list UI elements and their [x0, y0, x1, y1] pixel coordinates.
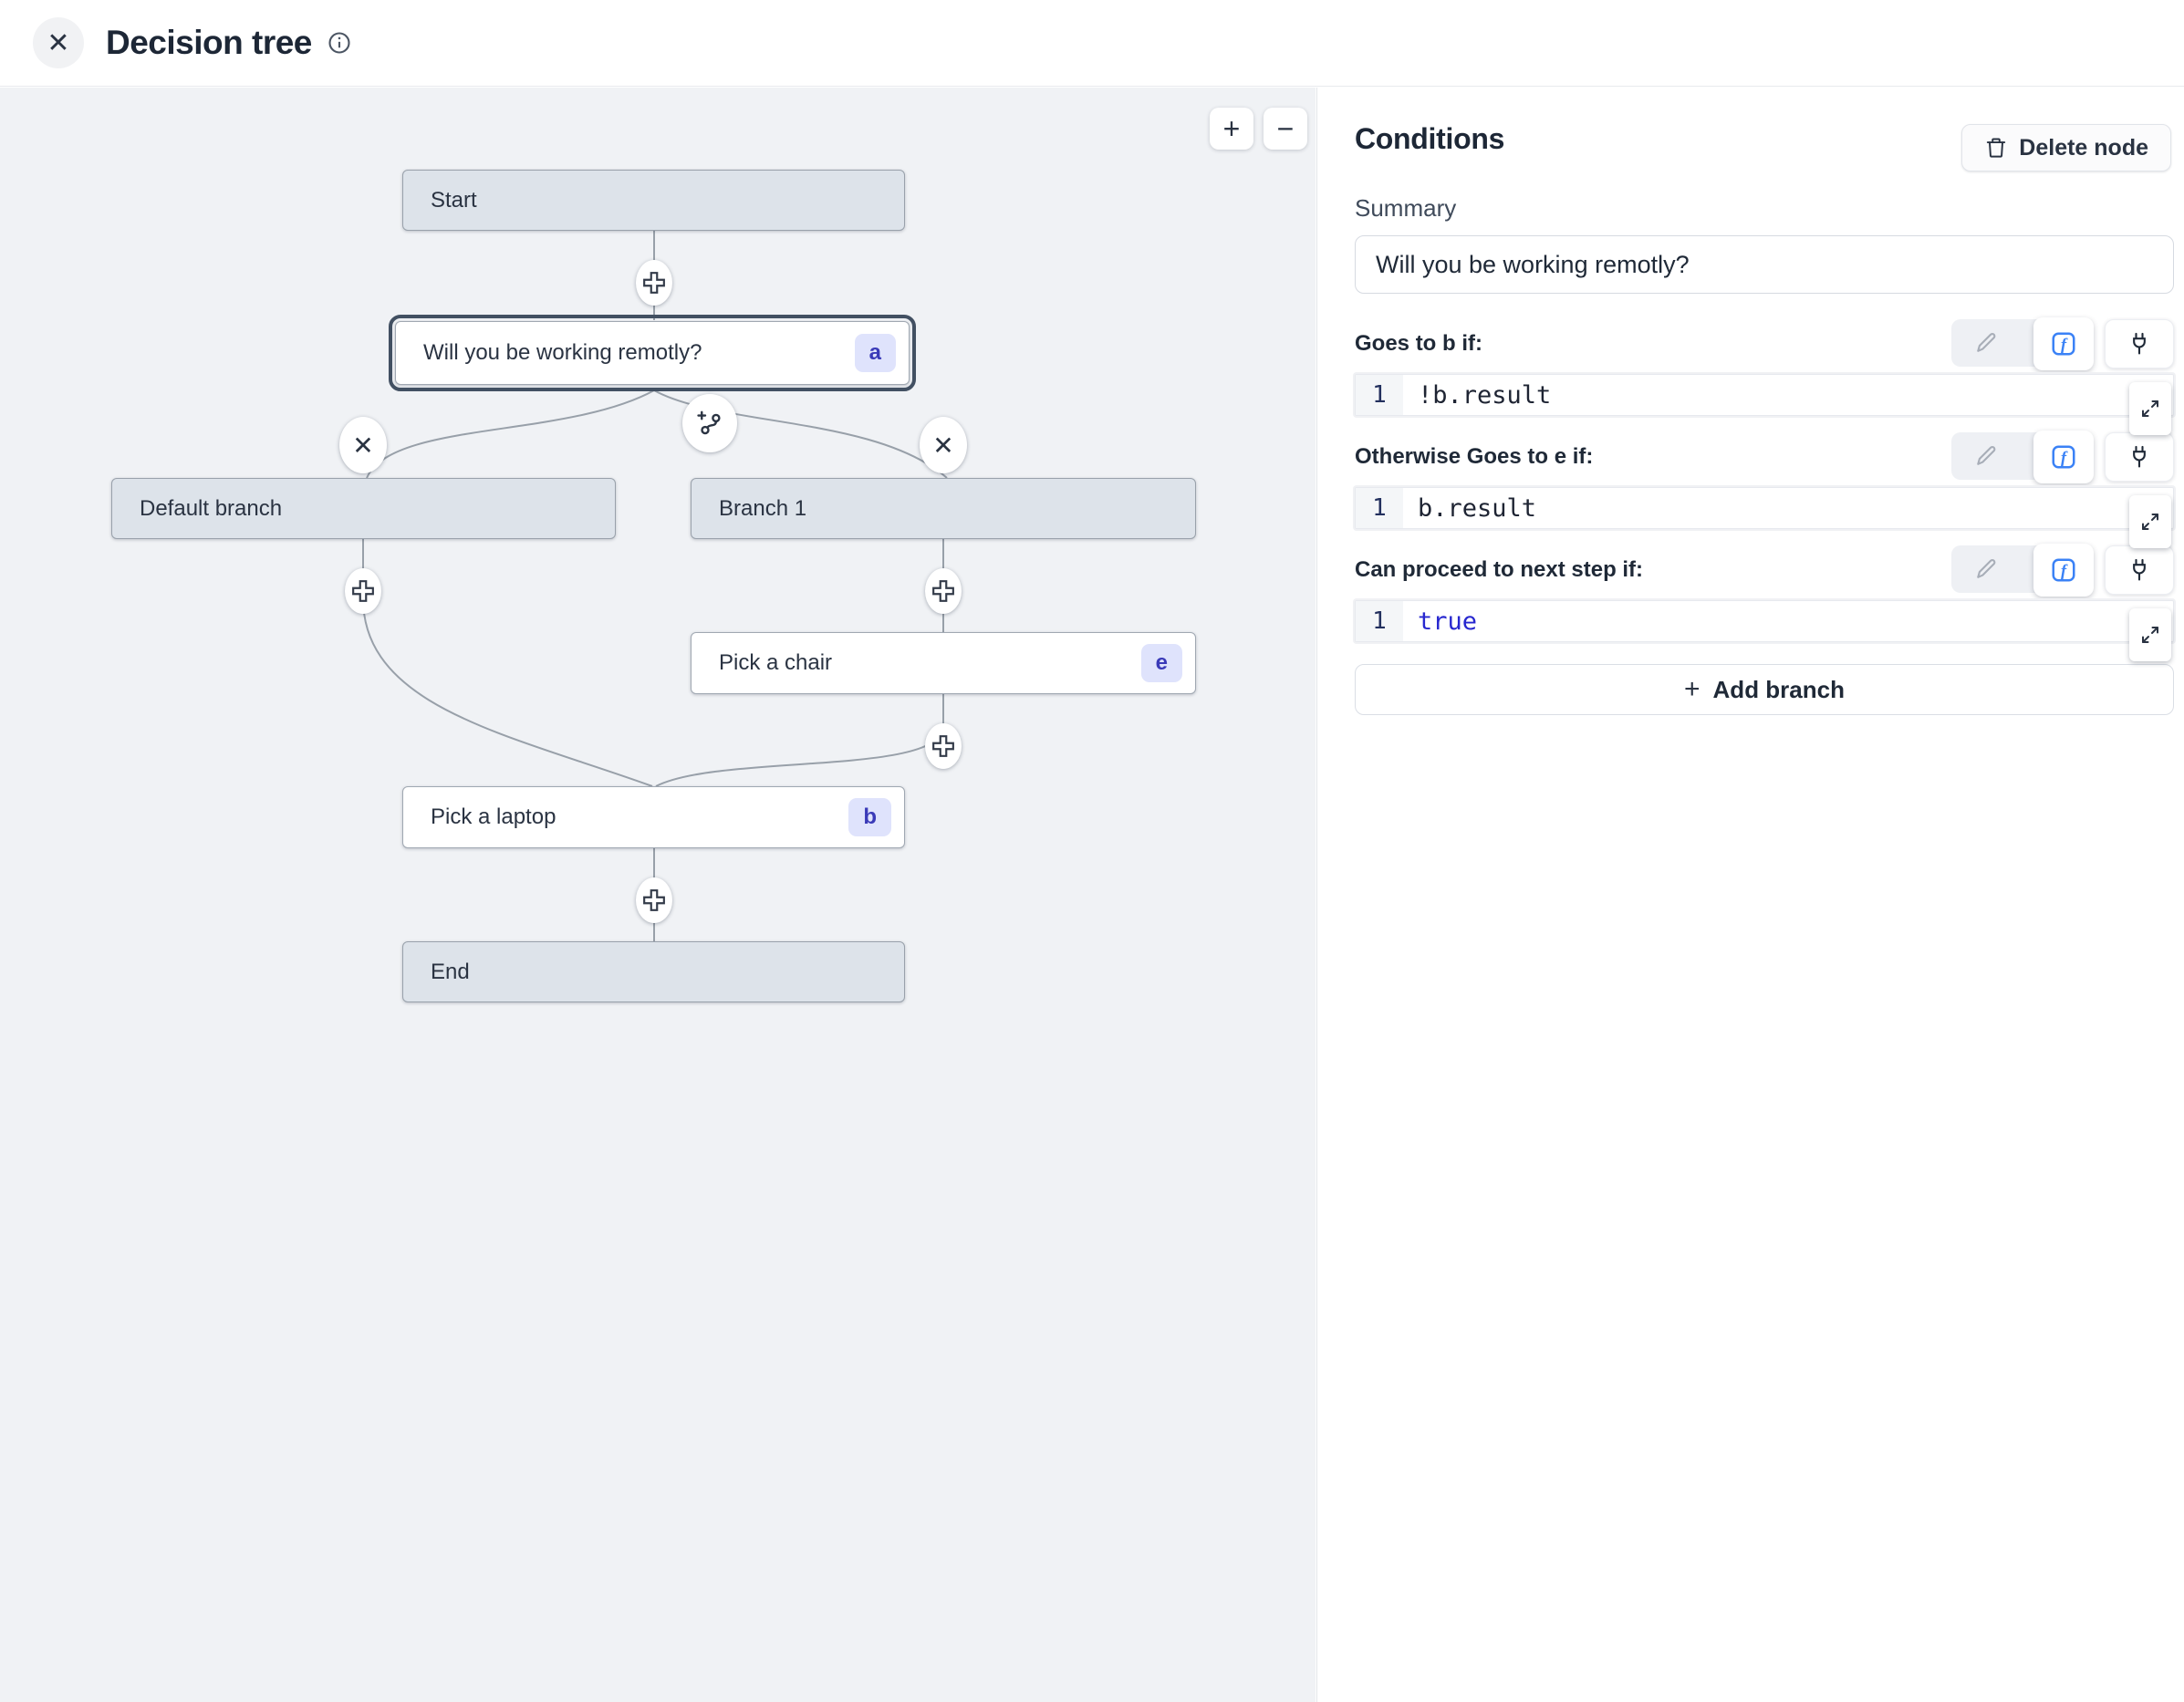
add-branch-icon[interactable] — [682, 394, 737, 452]
node-badge: e — [1140, 644, 1182, 682]
editor-mode-toggle: f — [1951, 544, 2094, 597]
node-pick-a-chair[interactable]: Pick a chair e — [691, 632, 1196, 694]
plus-icon: + — [1684, 674, 1700, 704]
pencil-icon[interactable] — [1951, 556, 2021, 582]
node-badge: a — [854, 334, 896, 372]
node-label: Will you be working remotly? — [423, 340, 702, 365]
flow-edges — [362, 231, 948, 941]
line-number: 1 — [1356, 375, 1403, 415]
node-question[interactable]: Will you be working remotly? a — [389, 315, 916, 391]
zoom-out-button[interactable]: − — [1264, 108, 1307, 150]
remove-branch-icon[interactable]: ✕ — [920, 417, 967, 473]
node-end[interactable]: End — [402, 941, 905, 1002]
delete-node-label: Delete node — [2019, 134, 2148, 161]
formula-icon[interactable]: f — [2033, 544, 2094, 597]
condition-code-editor[interactable]: 1 b.result — [1355, 487, 2174, 548]
remove-branch-icon[interactable]: ✕ — [339, 417, 387, 473]
expand-icon[interactable] — [2129, 382, 2171, 435]
info-icon[interactable] — [327, 30, 352, 56]
condition-code-editor[interactable]: 1 !b.result — [1355, 374, 2174, 435]
add-step-icon[interactable] — [925, 723, 962, 769]
summary-label: Summary — [1355, 194, 1457, 222]
add-step-icon[interactable] — [345, 568, 381, 614]
svg-text:f: f — [2061, 336, 2068, 355]
node-label: Start — [431, 187, 477, 213]
condition-label: Goes to b if: — [1355, 331, 1482, 356]
trash-icon — [1987, 138, 2006, 158]
editor-mode-toggle: f — [1951, 431, 2094, 483]
add-branch-label: Add branch — [1712, 675, 1845, 703]
expand-icon[interactable] — [2129, 495, 2171, 548]
node-start[interactable]: Start — [402, 170, 905, 231]
line-number: 1 — [1356, 601, 1403, 641]
add-branch-button[interactable]: + Add branch — [1355, 664, 2174, 715]
condition-code-editor[interactable]: 1 true — [1355, 600, 2174, 661]
condition-label: Otherwise Goes to e if: — [1355, 444, 1594, 469]
node-branch-1[interactable]: Branch 1 — [691, 478, 1196, 539]
close-icon[interactable]: ✕ — [33, 17, 84, 68]
decision-tree-canvas[interactable]: Start Will you be working remotly? a Def… — [0, 88, 1316, 1702]
node-label: Pick a chair — [719, 650, 833, 675]
condition-section-goes-to-b: Goes to b if: f — [1355, 316, 2174, 435]
plug-icon[interactable] — [2105, 432, 2174, 482]
top-bar: ✕ Decision tree — [0, 0, 2184, 87]
condition-code[interactable]: true — [1418, 607, 1478, 636]
node-label: Branch 1 — [719, 495, 807, 521]
add-step-icon[interactable] — [925, 568, 962, 614]
condition-section-otherwise-e: Otherwise Goes to e if: f — [1355, 429, 2174, 548]
panel-title: Conditions — [1355, 122, 1505, 155]
plug-icon[interactable] — [2105, 545, 2174, 595]
zoom-in-button[interactable]: + — [1210, 108, 1253, 150]
editor-mode-toggle: f — [1951, 317, 2094, 370]
summary-input[interactable] — [1355, 235, 2174, 294]
pencil-icon[interactable] — [1951, 330, 2021, 356]
expand-icon[interactable] — [2129, 608, 2171, 661]
node-pick-a-laptop[interactable]: Pick a laptop b — [402, 786, 905, 848]
formula-icon[interactable]: f — [2033, 317, 2094, 370]
node-label: Pick a laptop — [431, 804, 556, 829]
delete-node-button[interactable]: Delete node — [1961, 124, 2171, 171]
condition-section-can-proceed: Can proceed to next step if: f — [1355, 542, 2174, 661]
plug-icon[interactable] — [2105, 319, 2174, 368]
add-step-icon[interactable] — [636, 877, 672, 923]
conditions-panel: Conditions Delete node Summary Goes to b… — [1316, 88, 2184, 1702]
svg-text:f: f — [2061, 449, 2068, 468]
formula-icon[interactable]: f — [2033, 431, 2094, 483]
condition-code[interactable]: !b.result — [1418, 380, 1552, 410]
svg-text:f: f — [2061, 562, 2068, 581]
pencil-icon[interactable] — [1951, 443, 2021, 469]
node-default-branch[interactable]: Default branch — [111, 478, 616, 539]
page-title: Decision tree — [106, 24, 312, 61]
line-number: 1 — [1356, 488, 1403, 528]
node-label: Default branch — [140, 495, 283, 521]
condition-label: Can proceed to next step if: — [1355, 557, 1644, 582]
node-label: End — [431, 959, 470, 984]
condition-code[interactable]: b.result — [1418, 493, 1537, 523]
node-badge: b — [848, 798, 891, 836]
add-step-icon[interactable] — [636, 260, 672, 306]
